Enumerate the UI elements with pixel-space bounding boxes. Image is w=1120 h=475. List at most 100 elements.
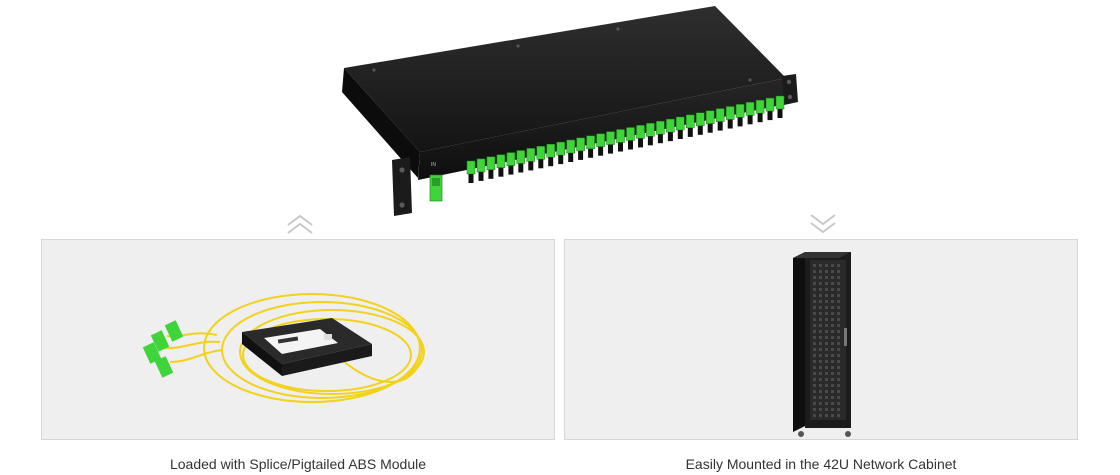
output-port-base [647,136,653,146]
perforation-dot [837,396,840,399]
output-port [696,112,705,127]
output-port-base [518,163,524,173]
perforation-dot [831,360,834,363]
perforation-dot [825,300,828,303]
output-port [765,97,775,112]
perforation-dot [825,360,828,363]
perforation-dot [831,270,834,273]
rack-mount-splitter-image: IN [330,0,820,225]
perforation-dot [831,372,834,375]
output-port [705,110,715,124]
output-port [496,154,506,168]
perforation-dot [819,402,822,405]
perforation-dot [819,372,822,375]
output-port [536,146,546,160]
perforation-dot [831,276,834,279]
perforation-dot [837,306,840,309]
perforation-dot [813,270,816,273]
perforation-dot [837,330,840,333]
perforation-dot [831,366,834,369]
perforation-dot [813,264,816,267]
perforation-dot [825,336,828,339]
input-port [429,174,443,202]
output-port-base [767,111,773,121]
double-chevron-down-icon[interactable] [808,211,838,235]
abs-module-image [142,293,425,403]
output-port-base [697,125,703,135]
perforation-dot [819,348,822,351]
double-chevron-up-icon[interactable] [285,213,315,237]
output-port-base [707,123,713,133]
perforation-dot [831,336,834,339]
perforation-dot [825,396,828,399]
perforation-dot [837,288,840,291]
output-port [626,127,635,141]
perforation-dot [819,408,822,411]
output-port-base [578,150,584,160]
output-port-base [667,132,673,142]
perforation-dot [825,288,828,291]
perforation-dot [837,402,840,405]
perforation-dot [837,336,840,339]
perforation-dot [813,354,816,357]
perforation-dot [813,294,816,297]
perforation-dot [813,306,816,309]
perforation-dot [837,294,840,297]
output-port [556,141,565,156]
perforation-dot [819,378,822,381]
perforation-dot [813,348,816,351]
input-port-label: IN [431,162,436,168]
perforation-dot [825,282,828,285]
output-port-base [538,159,544,169]
perforation-dot [825,318,828,321]
output-port-base [677,130,683,139]
output-port-base [488,169,494,179]
output-port-base [468,174,474,183]
perforation-dot [813,360,816,363]
abs-module-caption: Loaded with Splice/Pigtailed ABS Module [169,456,427,472]
perforation-dot [825,372,828,375]
perforation-dot [813,384,816,387]
perforation-dot [831,402,834,405]
perforation-dot [837,414,840,417]
output-port-base [498,167,504,177]
output-port [666,118,675,133]
output-port [576,137,585,152]
output-port-base [588,148,594,158]
perforation-dot [831,330,834,333]
perforation-dot [819,282,822,285]
perforation-dot [831,282,834,285]
output-port-base [727,119,733,129]
perforation-dot [837,348,840,351]
output-port-base [638,138,643,148]
perforation-dot [825,384,828,387]
perforation-dot [831,294,834,297]
output-port [755,99,765,114]
perforation-dot [831,324,834,327]
output-port-base [528,161,534,171]
output-port [506,152,516,166]
perforation-dot [831,264,834,267]
perforation-dot [837,360,840,363]
perforation-dot [813,312,816,315]
perforation-dot [825,324,828,327]
perforation-dot [837,312,840,315]
output-port [616,129,625,143]
perforation-dot [819,318,822,321]
network-cabinet-caption: Easily Mounted in the 42U Network Cabine… [685,456,957,472]
perforation-dot [819,414,822,417]
perforation-dot [819,300,822,303]
output-port [526,148,536,162]
perforation-dot [837,282,840,285]
output-port [676,116,685,131]
output-port-base [687,127,693,137]
perforation-dot [813,378,816,381]
perforation-dot [813,336,816,339]
perforation-dot [837,372,840,375]
perforation-dot [831,396,834,399]
output-port-base [737,117,743,127]
perforation-dot [825,378,828,381]
perforation-dot [825,348,828,351]
output-port [476,158,486,173]
perforation-dot [837,390,840,393]
